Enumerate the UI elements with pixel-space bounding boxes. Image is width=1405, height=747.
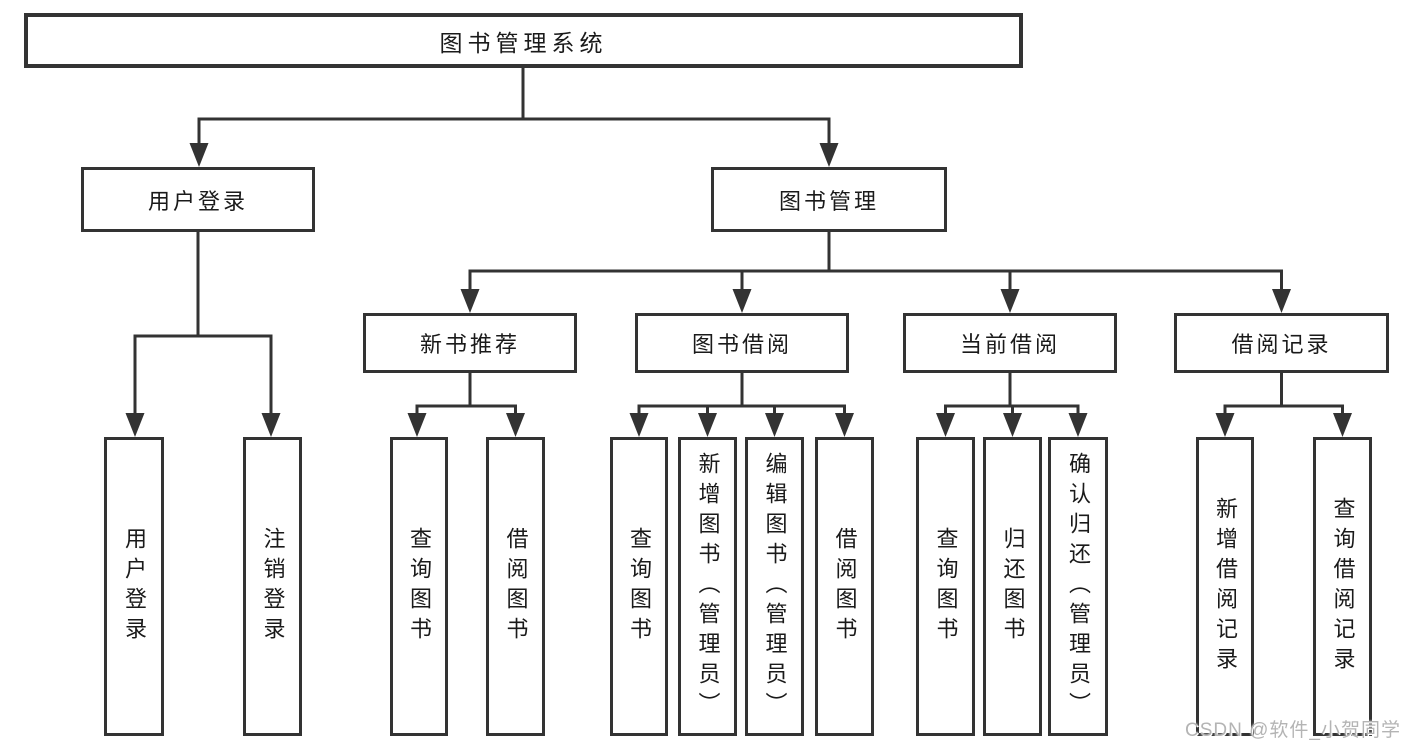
leaf-label: 注销登录 (260, 526, 286, 647)
leaf-label: 查询图书 (627, 526, 652, 647)
leaf-borrow-books: 借阅图书 (815, 437, 874, 736)
leaf-user-login: 用户登录 (104, 437, 164, 736)
leaf-label: 查询图书 (933, 526, 959, 647)
leaf-label: 新增图书（管理员） (695, 451, 721, 722)
node-book-management: 图书管理 (711, 167, 947, 232)
node-borrow-records: 借阅记录 (1174, 313, 1389, 373)
leaf-label: 新增借阅记录 (1213, 496, 1238, 677)
leaf-label: 借阅图书 (503, 526, 529, 647)
tree-edges (133, 66, 1344, 415)
leaf-query-books-borrow: 查询图书 (610, 437, 668, 736)
leaf-query-borrow-record: 查询借阅记录 (1313, 437, 1372, 736)
leaf-logout: 注销登录 (243, 437, 302, 736)
node-new-book-recommend: 新书推荐 (363, 313, 577, 373)
leaf-label: 查询图书 (407, 526, 432, 647)
csdn-watermark: CSDN @软件_小贺同学 (1185, 720, 1401, 741)
leaf-label: 借阅图书 (832, 526, 858, 647)
leaf-add-book-admin: 新增图书（管理员） (678, 437, 737, 736)
leaf-query-books-current: 查询图书 (916, 437, 975, 736)
leaf-label: 编辑图书（管理员） (762, 451, 788, 722)
leaf-label: 归还图书 (1000, 526, 1026, 647)
leaf-query-books-recommend: 查询图书 (390, 437, 448, 736)
leaf-add-borrow-record: 新增借阅记录 (1196, 437, 1254, 736)
node-book-borrow: 图书借阅 (635, 313, 849, 373)
leaf-borrow-books-recommend: 借阅图书 (486, 437, 545, 736)
node-user-login: 用户登录 (81, 167, 315, 232)
leaf-edit-book-admin: 编辑图书（管理员） (745, 437, 804, 736)
leaf-confirm-return-admin: 确认归还（管理员） (1048, 437, 1108, 736)
leaf-return-book: 归还图书 (983, 437, 1042, 736)
arrow-down-icons (125, 143, 1352, 437)
node-current-borrow: 当前借阅 (903, 313, 1117, 373)
leaf-label: 查询借阅记录 (1330, 496, 1356, 677)
leaf-label: 确认归还（管理员） (1066, 451, 1091, 722)
leaf-label: 用户登录 (122, 526, 147, 647)
node-library-system: 图书管理系统 (24, 13, 1023, 68)
